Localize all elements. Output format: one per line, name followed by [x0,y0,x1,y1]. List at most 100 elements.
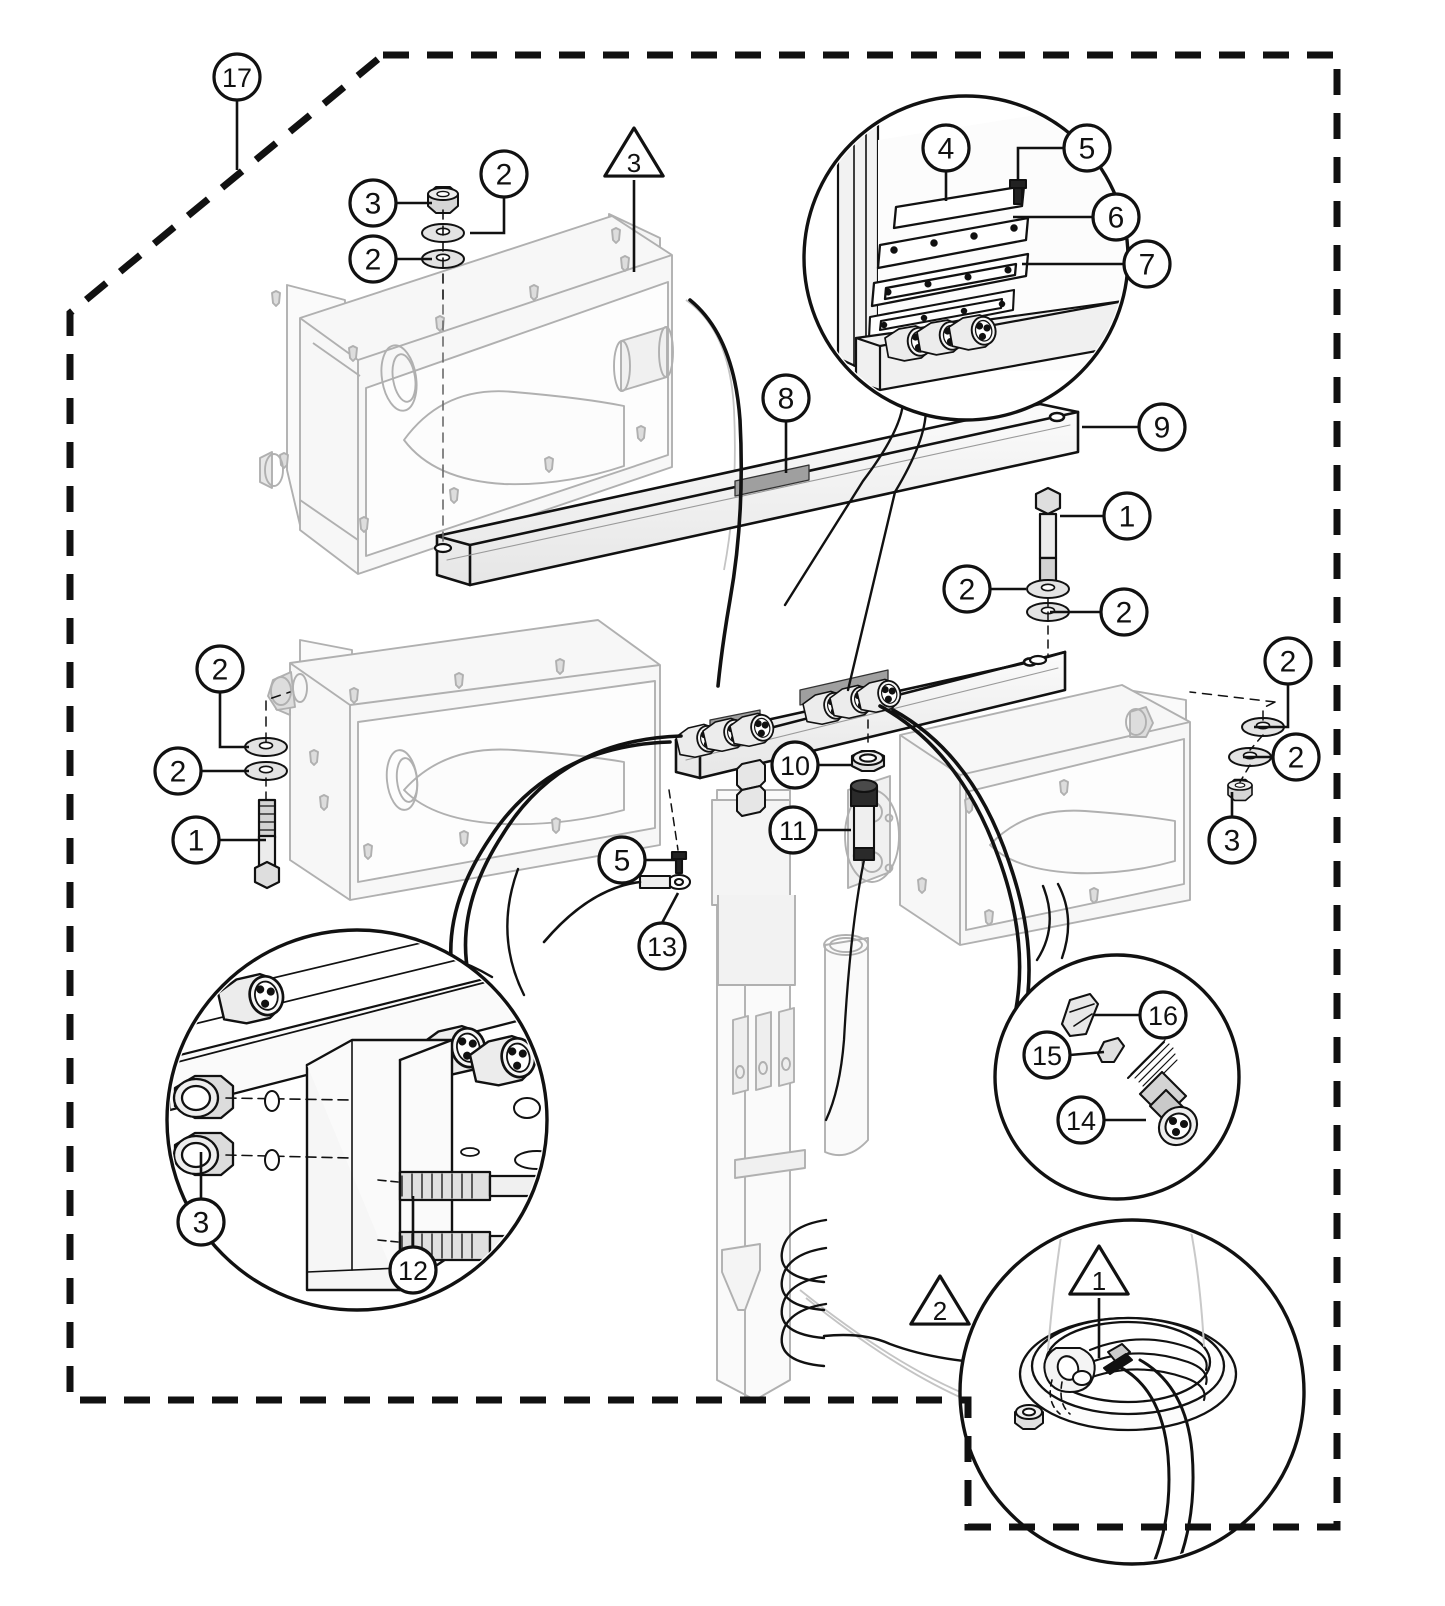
callout-2[interactable]: 2 [1254,636,1313,729]
callout-6[interactable]: 6 [1013,192,1141,242]
callout-number: 16 [1148,1001,1178,1031]
callout-bubble[interactable] [770,740,820,790]
callout-bubble[interactable] [597,835,647,885]
callout-number: 8 [778,383,795,416]
callout-bubble[interactable] [1122,239,1172,289]
callout-leader-line [1254,684,1290,729]
callout-8[interactable]: 8 [761,373,811,473]
callout-leader-line [218,692,249,749]
callout-5[interactable]: 5 [597,835,675,885]
callout-number: 15 [1032,1041,1062,1071]
triangle-note-number: 1 [1092,1266,1106,1296]
callout-number: 7 [1139,249,1156,282]
callout-3[interactable]: 3 [176,1152,226,1247]
triangle-note-shape[interactable] [1068,1244,1130,1296]
callout-number: 13 [647,932,677,962]
triangle-note-1[interactable]: 1 [1068,1244,1130,1358]
callout-2[interactable]: 2 [195,644,249,749]
callout-leader-line [470,197,506,235]
callout-number: 14 [1066,1106,1096,1136]
callout-number: 5 [614,845,631,878]
callout-2[interactable]: 2 [942,564,1026,614]
callout-number: 2 [959,574,976,607]
callout-1[interactable]: 1 [171,815,266,865]
triangle-note-shape[interactable] [603,126,665,178]
callout-bubble[interactable] [195,644,245,694]
callout-bubble[interactable] [1271,732,1321,782]
triangle-note-shape[interactable] [909,1274,971,1326]
callout-bubble[interactable] [1137,402,1187,452]
callout-bubble[interactable] [637,921,687,971]
callout-number: 2 [365,244,382,277]
callout-number: 17 [222,63,252,93]
callout-17[interactable]: 17 [212,52,262,170]
callout-bubble[interactable] [348,178,398,228]
triangle-note-number: 2 [933,1296,947,1326]
callout-2[interactable]: 2 [153,746,249,796]
callout-bubble[interactable] [942,564,992,614]
callout-bubble[interactable] [348,234,398,284]
callout-3[interactable]: 3 [348,178,432,228]
callout-bubble[interactable] [171,815,221,865]
callout-bubble[interactable] [1099,587,1149,637]
callout-11[interactable]: 11 [768,805,851,855]
triangle-note-layer: 3 2 1 [603,126,1130,1358]
callout-leader-line [1016,146,1064,180]
callout-1[interactable]: 1 [1060,491,1152,541]
callout-number: 4 [938,133,955,166]
callout-bubble[interactable] [1102,491,1152,541]
callout-4[interactable]: 4 [921,123,971,201]
callout-number: 3 [1224,825,1241,858]
callout-bubble[interactable] [1056,1095,1106,1145]
callout-bubble[interactable] [479,149,529,199]
callout-bubble[interactable] [176,1197,226,1247]
callout-bubble[interactable] [768,805,818,855]
callout-13[interactable]: 13 [637,892,687,971]
callout-bubble[interactable] [1138,990,1188,1040]
callout-number: 2 [212,654,229,687]
callout-3[interactable]: 3 [1207,792,1257,865]
callout-12[interactable]: 12 [388,1196,438,1295]
callout-number: 2 [1280,646,1297,679]
callout-bubble[interactable] [1207,815,1257,865]
callout-leader-line [660,892,680,924]
callout-16[interactable]: 16 [1094,990,1188,1040]
callout-15[interactable]: 15 [1022,1030,1105,1080]
callout-2[interactable]: 2 [470,149,529,235]
callout-number: 5 [1079,133,1096,166]
callout-leader-line [1069,1050,1105,1057]
callout-14[interactable]: 14 [1056,1095,1146,1145]
callout-number: 6 [1108,202,1125,235]
callout-number: 2 [170,756,187,789]
callout-number: 11 [779,816,807,846]
callout-bubble[interactable] [1263,636,1313,686]
callout-2[interactable]: 2 [348,234,432,284]
callout-bubble[interactable] [212,52,262,102]
triangle-note-2[interactable]: 2 [909,1274,971,1326]
callout-2[interactable]: 2 [1243,732,1321,782]
callout-number: 2 [1116,597,1133,630]
callout-number: 10 [780,751,810,781]
callout-number: 1 [1119,501,1136,534]
callout-number: 2 [496,159,513,192]
callout-bubble[interactable] [761,373,811,423]
callout-number: 3 [365,188,382,221]
triangle-note-3[interactable]: 3 [603,126,665,272]
callout-7[interactable]: 7 [1022,239,1172,289]
callout-bubble[interactable] [1062,123,1112,173]
assembly-boundary-dashed [66,51,1341,1531]
callout-bubble[interactable] [921,123,971,173]
callout-5[interactable]: 5 [1016,123,1112,180]
callout-bubble[interactable] [1091,192,1141,242]
callout-bubble[interactable] [153,746,203,796]
callout-2[interactable]: 2 [1050,587,1149,637]
callout-bubble[interactable] [388,1245,438,1295]
callout-9[interactable]: 9 [1082,402,1187,452]
callout-number: 9 [1154,412,1171,445]
callout-10[interactable]: 10 [770,740,851,790]
callout-bubble[interactable] [1022,1030,1072,1080]
callout-number: 3 [193,1207,210,1240]
